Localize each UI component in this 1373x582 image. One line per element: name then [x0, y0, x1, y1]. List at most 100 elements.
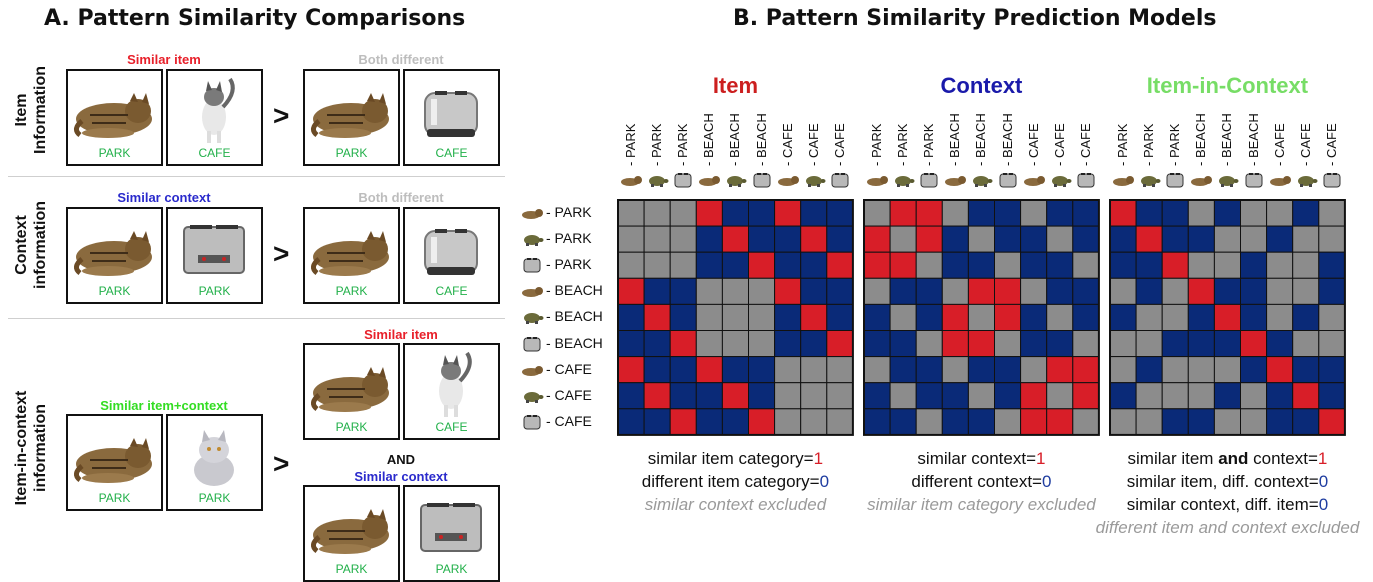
matrix-cell	[1020, 382, 1048, 410]
matrix-cell	[643, 382, 671, 410]
matrix-cell	[1240, 330, 1268, 358]
context-label: PARK	[335, 284, 368, 298]
column-label: - CAFE	[805, 123, 821, 166]
matrix-cell	[617, 356, 645, 384]
matrix-cell	[994, 382, 1022, 410]
column-label: - PARK	[623, 123, 639, 166]
matrix-cell	[695, 356, 723, 384]
matrix-cell	[1213, 330, 1242, 358]
matrix-cell	[1072, 356, 1100, 384]
matrix-cell	[1187, 225, 1215, 253]
row-label: - BEACH	[546, 308, 603, 325]
matrix-cell	[1072, 382, 1100, 410]
column-label: - CAFE	[831, 123, 847, 166]
matrix-cell	[1187, 408, 1215, 436]
matrix-cell	[1109, 356, 1137, 384]
matrix-cell	[1213, 225, 1242, 253]
matrix-cell	[1266, 408, 1294, 436]
matrix-cell	[1187, 277, 1215, 305]
cat-lying-icon	[305, 209, 398, 289]
matrix-cell	[800, 303, 828, 332]
legend-value: 0	[819, 472, 830, 491]
matrix-cell	[915, 382, 943, 410]
legend-bold: and	[1218, 449, 1249, 468]
matrix-cell	[863, 356, 891, 384]
matrix-cell	[748, 303, 776, 332]
matrix-cell	[695, 199, 723, 227]
matrix-cell	[774, 356, 802, 384]
matrix-cell	[721, 277, 750, 305]
greater-than-sign: >	[273, 448, 290, 479]
matrix-cell	[941, 199, 969, 227]
stimulus-image: PARK	[66, 207, 163, 304]
matrix-cell	[617, 408, 645, 436]
legend-line: similar context excluded	[598, 493, 873, 516]
matrix-cell	[863, 303, 891, 332]
matrix-cell	[617, 303, 645, 332]
matrix-cell	[826, 330, 854, 358]
matrix-cell	[1161, 277, 1189, 305]
matrix-cell	[1213, 303, 1242, 332]
matrix-cell	[669, 382, 697, 410]
matrix-cell	[1161, 199, 1189, 227]
cat-icon	[520, 362, 544, 378]
matrix-cell	[1240, 225, 1268, 253]
matrix-cell	[1292, 199, 1320, 227]
legend-line: similar item, diff. context=0	[1090, 470, 1365, 493]
column-label: - CAFE	[1297, 123, 1313, 166]
matrix-cell	[695, 303, 723, 332]
matrix-cell	[695, 382, 723, 410]
row-divider	[8, 176, 505, 177]
legend-value: 1	[813, 449, 824, 468]
matrix-cell	[915, 408, 943, 436]
column-label: - PARK	[1115, 123, 1131, 166]
matrix-cell	[994, 356, 1022, 384]
toaster-icon	[405, 209, 498, 289]
matrix-cell	[889, 408, 917, 436]
matrix-cell	[1318, 356, 1346, 384]
matrix-cell	[800, 330, 828, 358]
matrix-title: Item-in-Context	[1146, 73, 1309, 98]
matrix-cell	[800, 382, 828, 410]
matrix-cell	[1318, 408, 1346, 436]
matrix-cell	[774, 330, 802, 358]
turtle-icon	[1137, 172, 1161, 188]
matrix-cell	[1135, 408, 1163, 436]
toaster-icon	[1163, 172, 1187, 188]
column-label: - CAFE	[779, 123, 795, 166]
matrix-cell	[1187, 330, 1215, 358]
matrix-cell	[826, 303, 854, 332]
greater-than-sign: >	[273, 100, 290, 131]
cat-lying-icon	[305, 345, 398, 425]
comparison-caption: Similar context	[354, 469, 448, 484]
cat-icon	[1268, 172, 1292, 188]
matrix-cell	[889, 277, 917, 305]
stimulus-image: CAFE	[403, 343, 500, 440]
matrix-cell	[1046, 382, 1074, 410]
matrix-cell	[1109, 199, 1137, 227]
matrix-cell	[941, 303, 969, 332]
matrix-cell	[774, 408, 802, 436]
matrix-cell	[863, 225, 891, 253]
matrix-cell	[643, 303, 671, 332]
stimulus-image: PARK	[303, 343, 400, 440]
turtle-icon	[969, 172, 993, 188]
matrix-cell	[748, 225, 776, 253]
matrix-cell	[941, 277, 969, 305]
matrix-cell	[863, 277, 891, 305]
matrix-cell	[1072, 277, 1100, 305]
legend-line: similar item category excluded	[844, 493, 1119, 516]
context-label: CAFE	[435, 146, 468, 160]
panel-a-title: A. Pattern Similarity Comparisons	[44, 6, 466, 31]
matrix-cell	[800, 199, 828, 227]
kitten-standing-icon	[168, 71, 261, 151]
stimulus-image: PARK	[66, 69, 163, 166]
context-label: PARK	[98, 284, 131, 298]
column-label: - BEACH	[753, 113, 769, 166]
matrix-cell	[1046, 251, 1074, 279]
context-label: PARK	[198, 284, 231, 298]
matrix-cell	[1266, 199, 1294, 227]
matrix-cell	[826, 382, 854, 410]
matrix-cell	[889, 199, 917, 227]
matrix-cell	[669, 277, 697, 305]
